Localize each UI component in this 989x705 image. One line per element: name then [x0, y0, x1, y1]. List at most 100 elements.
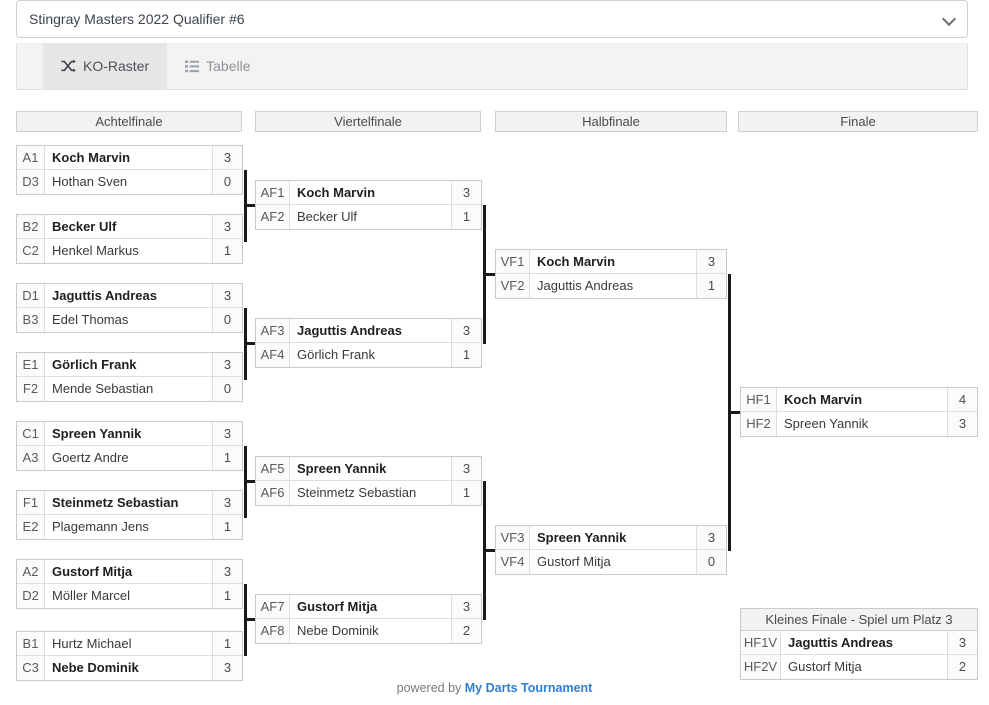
score: 3 [212, 560, 242, 583]
match-row-bottom: D2 Möller Marcel 1 [17, 584, 242, 608]
seed: D3 [17, 170, 45, 194]
match-r16-5[interactable]: C1 Spreen Yannik 3 A3 Goertz Andre 1 [16, 421, 243, 471]
score: 1 [451, 481, 481, 505]
score: 4 [947, 388, 977, 411]
match-row-top: A2 Gustorf Mitja 3 [17, 560, 242, 584]
player: Goertz Andre [45, 446, 212, 470]
seed: E2 [17, 515, 45, 539]
score: 3 [212, 422, 242, 445]
match-final[interactable]: HF1 Koch Marvin 4 HF2 Spreen Yannik 3 [740, 387, 978, 437]
match-row-bottom: AF6 Steinmetz Sebastian 1 [256, 481, 481, 505]
tab-tabelle-label: Tabelle [206, 58, 251, 74]
seed: VF3 [496, 526, 530, 549]
match-qf-2[interactable]: AF3 Jaguttis Andreas 3 AF4 Görlich Frank… [255, 318, 482, 368]
seed: AF4 [256, 343, 290, 367]
connector-r16-qf-4-stub [244, 618, 255, 621]
tab-ko-raster[interactable]: KO-Raster [43, 43, 168, 89]
player: Jaguttis Andreas [45, 284, 212, 307]
seed: A1 [17, 146, 45, 169]
score: 3 [947, 412, 977, 436]
player: Mende Sebastian [45, 377, 212, 401]
score: 1 [451, 343, 481, 367]
match-r16-6[interactable]: F1 Steinmetz Sebastian 3 E2 Plagemann Je… [16, 490, 243, 540]
player: Jaguttis Andreas [530, 274, 696, 298]
match-row-top: HF1V Jaguttis Andreas 3 [741, 631, 977, 655]
seed: VF4 [496, 550, 530, 574]
match-row-top: HF1 Koch Marvin 4 [741, 388, 977, 412]
match-qf-4[interactable]: AF7 Gustorf Mitja 3 AF8 Nebe Dominik 2 [255, 594, 482, 644]
seed: AF1 [256, 181, 290, 204]
match-row-bottom: AF2 Becker Ulf 1 [256, 205, 481, 229]
match-r16-3[interactable]: D1 Jaguttis Andreas 3 B3 Edel Thomas 0 [16, 283, 243, 333]
player: Gustorf Mitja [530, 550, 696, 574]
round-header-halbfinale: Halbfinale [495, 111, 727, 132]
score: 3 [451, 595, 481, 618]
player: Jaguttis Andreas [781, 631, 947, 654]
seed: C1 [17, 422, 45, 445]
player: Henkel Markus [45, 239, 212, 263]
player: Spreen Yannik [530, 526, 696, 549]
seed: VF1 [496, 250, 530, 273]
tab-tabelle[interactable]: Tabelle [167, 43, 268, 89]
player: Edel Thomas [45, 308, 212, 332]
tab-ko-raster-label: KO-Raster [83, 58, 150, 74]
player: Görlich Frank [45, 353, 212, 376]
match-sf-1[interactable]: VF1 Koch Marvin 3 VF2 Jaguttis Andreas 1 [495, 249, 727, 299]
match-r16-2[interactable]: B2 Becker Ulf 3 C2 Henkel Markus 1 [16, 214, 243, 264]
match-sf-2[interactable]: VF3 Spreen Yannik 3 VF4 Gustorf Mitja 0 [495, 525, 727, 575]
match-row-bottom: A3 Goertz Andre 1 [17, 446, 242, 470]
match-row-top: AF3 Jaguttis Andreas 3 [256, 319, 481, 343]
chevron-down-icon [943, 13, 955, 25]
player: Spreen Yannik [777, 412, 947, 436]
player: Nebe Dominik [290, 619, 451, 643]
seed: E1 [17, 353, 45, 376]
seed: A3 [17, 446, 45, 470]
score: 1 [212, 515, 242, 539]
match-qf-1[interactable]: AF1 Koch Marvin 3 AF2 Becker Ulf 1 [255, 180, 482, 230]
tournament-select[interactable]: Stingray Masters 2022 Qualifier #6 [16, 0, 968, 38]
match-r16-1[interactable]: A1 Koch Marvin 3 D3 Hothan Sven 0 [16, 145, 243, 195]
match-row-bottom: B3 Edel Thomas 0 [17, 308, 242, 332]
match-row-bottom: C2 Henkel Markus 1 [17, 239, 242, 263]
seed: HF1V [741, 631, 781, 654]
connector-qf-sf-1-stub [483, 273, 495, 276]
match-third-place[interactable]: Kleines Finale - Spiel um Platz 3 HF1V J… [740, 608, 978, 680]
player: Gustorf Mitja [45, 560, 212, 583]
player: Hothan Sven [45, 170, 212, 194]
seed: HF2 [741, 412, 777, 436]
list-icon [185, 60, 200, 73]
connector-sf-final-stub [728, 411, 740, 414]
match-row-bottom: AF8 Nebe Dominik 2 [256, 619, 481, 643]
player: Jaguttis Andreas [290, 319, 451, 342]
connector-r16-qf-2-stub [244, 342, 255, 345]
seed: AF8 [256, 619, 290, 643]
match-row-bottom: F2 Mende Sebastian 0 [17, 377, 242, 401]
match-r16-7[interactable]: A2 Gustorf Mitja 3 D2 Möller Marcel 1 [16, 559, 243, 609]
score: 1 [212, 446, 242, 470]
footer-brand-link[interactable]: My Darts Tournament [464, 681, 593, 695]
seed: C2 [17, 239, 45, 263]
score: 3 [451, 319, 481, 342]
score: 3 [212, 656, 242, 680]
score: 0 [212, 308, 242, 332]
match-row-top: F1 Steinmetz Sebastian 3 [17, 491, 242, 515]
round-header-viertelfinale: Viertelfinale [255, 111, 481, 132]
player: Hurtz Michael [45, 632, 212, 655]
match-r16-4[interactable]: E1 Görlich Frank 3 F2 Mende Sebastian 0 [16, 352, 243, 402]
player: Plagemann Jens [45, 515, 212, 539]
seed: HF2V [741, 655, 781, 679]
footer: powered by My Darts Tournament [0, 681, 989, 695]
score: 1 [451, 205, 481, 229]
shuffle-icon [61, 59, 76, 73]
match-row-bottom: VF4 Gustorf Mitja 0 [496, 550, 726, 574]
connector-r16-qf-3-stub [244, 480, 255, 483]
match-qf-3[interactable]: AF5 Spreen Yannik 3 AF6 Steinmetz Sebast… [255, 456, 482, 506]
match-r16-8[interactable]: B1 Hurtz Michael 1 C3 Nebe Dominik 3 [16, 631, 243, 681]
player: Becker Ulf [45, 215, 212, 238]
score: 2 [947, 655, 977, 679]
footer-prefix: powered by [396, 681, 465, 695]
score: 3 [212, 146, 242, 169]
tournament-header: Stingray Masters 2022 Qualifier #6 KO-Ra… [16, 0, 968, 96]
player: Steinmetz Sebastian [45, 491, 212, 514]
